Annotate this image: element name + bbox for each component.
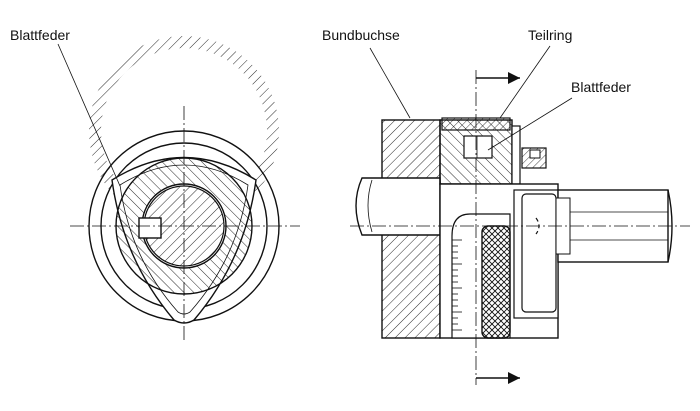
shaft-left <box>355 177 441 236</box>
leader-teilring <box>499 45 551 119</box>
leader-blattfeder-right <box>487 97 573 151</box>
knurled-knob <box>481 225 511 339</box>
cross-section-view <box>57 36 300 340</box>
key-square <box>138 217 162 239</box>
hub <box>116 158 252 294</box>
label-bundbuchse: Bundbuchse <box>322 27 400 43</box>
side-section-view <box>350 45 690 385</box>
leader-bundbuchse <box>369 47 411 119</box>
label-blattfeder-right: Blattfeder <box>571 79 631 95</box>
scale-ticks <box>452 239 462 331</box>
leader-line <box>57 43 121 187</box>
label-teilring: Teilring <box>528 27 572 43</box>
spring-pocket <box>463 135 493 159</box>
label-blattfeder-left: Blattfeder <box>10 27 70 43</box>
